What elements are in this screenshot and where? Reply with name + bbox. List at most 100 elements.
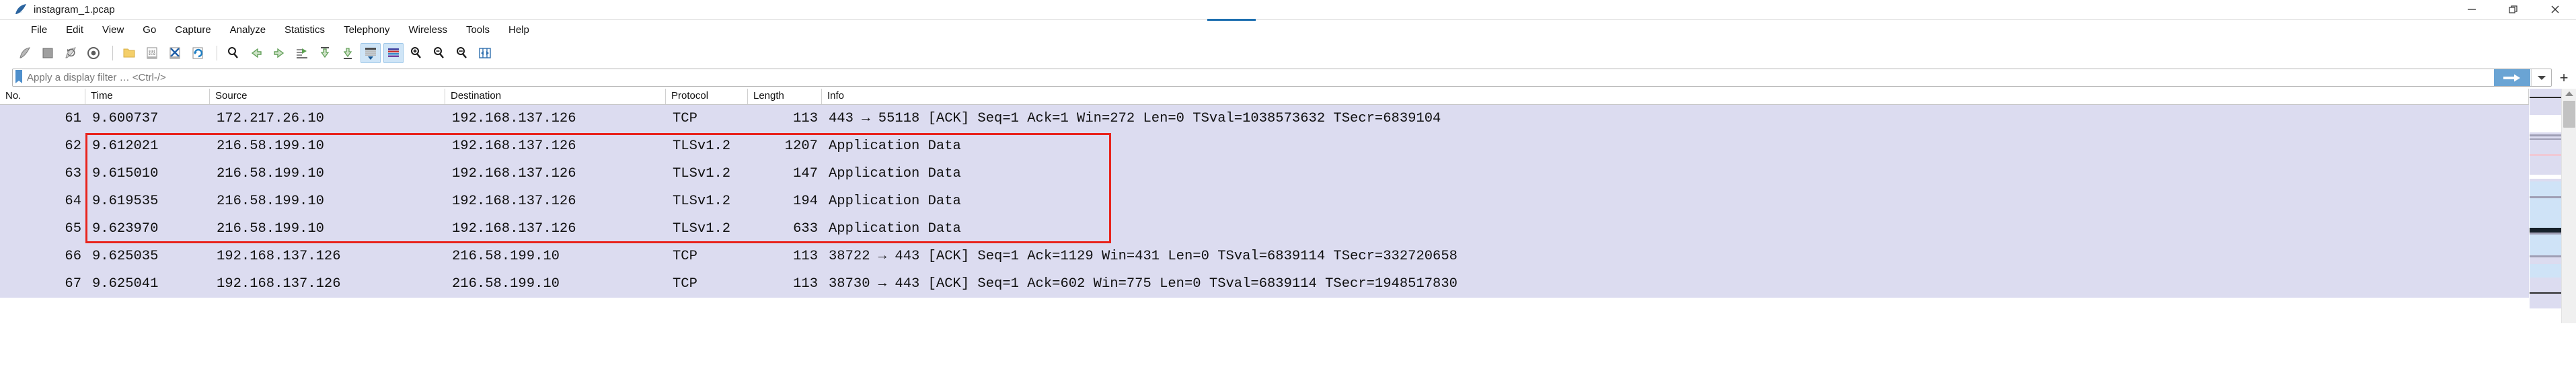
cell-destination: 192.168.137.126 — [452, 166, 576, 181]
start-capture-icon[interactable] — [15, 43, 35, 63]
zoom-out-icon[interactable] — [429, 43, 449, 63]
table-row[interactable]: 61 9.600737 172.217.26.10 192.168.137.12… — [0, 105, 2529, 132]
cell-protocol: TCP — [673, 276, 697, 292]
minimap-band — [2530, 181, 2562, 196]
close-file-icon[interactable] — [165, 43, 185, 63]
column-header-source[interactable]: Source — [210, 89, 445, 104]
table-row[interactable]: 62 9.612021 216.58.199.10 192.168.137.12… — [0, 132, 2529, 160]
packet-minimap — [2529, 89, 2562, 323]
search-input[interactable] — [27, 69, 2494, 86]
minimap-band — [2530, 264, 2562, 278]
go-first-packet-icon[interactable] — [315, 43, 335, 63]
menu-go[interactable]: Go — [143, 24, 157, 36]
cell-source: 192.168.137.126 — [217, 249, 341, 264]
scroll-up-arrow-icon[interactable] — [2565, 91, 2573, 96]
cell-time: 9.612021 — [92, 138, 159, 154]
minimap-band — [2530, 89, 2562, 97]
table-row[interactable]: 63 9.615010 216.58.199.10 192.168.137.12… — [0, 160, 2529, 187]
cell-no: 64 — [65, 194, 81, 209]
cell-source: 216.58.199.10 — [217, 166, 324, 181]
chevron-down-icon[interactable] — [2531, 69, 2551, 86]
save-file-icon[interactable]: 0101 0110 — [142, 43, 162, 63]
zoom-in-icon[interactable] — [406, 43, 426, 63]
menu-telephony[interactable]: Telephony — [344, 24, 390, 36]
menu-view[interactable]: View — [102, 24, 124, 36]
resize-columns-icon[interactable] — [475, 43, 495, 63]
minimap-band — [2530, 134, 2562, 136]
column-header-protocol[interactable]: Protocol — [666, 89, 748, 104]
menu-tools[interactable]: Tools — [465, 24, 490, 36]
cell-protocol: TCP — [673, 111, 697, 126]
menu-analyze[interactable]: Analyze — [229, 24, 266, 36]
menu-statistics[interactable]: Statistics — [285, 24, 326, 36]
table-row[interactable]: 65 9.623970 216.58.199.10 192.168.137.12… — [0, 215, 2529, 243]
cell-time: 9.619535 — [92, 194, 159, 209]
title-bar: instagram_1.pcap — [0, 0, 2576, 19]
apply-filter-arrow-icon[interactable] — [2494, 69, 2530, 86]
cell-time: 9.600737 — [92, 111, 159, 126]
menu-edit[interactable]: Edit — [66, 24, 84, 36]
cell-protocol: TLSv1.2 — [673, 166, 731, 181]
column-header-no[interactable]: No. — [0, 89, 85, 104]
add-filter-button[interactable]: + — [2559, 69, 2569, 86]
column-header-destination[interactable]: Destination — [445, 89, 666, 104]
cell-info: Application Data — [829, 166, 961, 181]
cell-time: 9.623970 — [92, 221, 159, 237]
cell-no: 67 — [65, 276, 81, 292]
cell-no: 65 — [65, 221, 81, 237]
cell-protocol: TLSv1.2 — [673, 221, 731, 237]
cell-time: 9.625035 — [92, 249, 159, 264]
auto-scroll-icon[interactable] — [361, 42, 381, 63]
close-icon[interactable] — [2534, 0, 2576, 19]
zoom-reset-icon[interactable] — [452, 43, 472, 63]
column-header-length[interactable]: Length — [748, 89, 822, 104]
cell-length: 194 — [793, 194, 818, 209]
packet-rows: 61 9.600737 172.217.26.10 192.168.137.12… — [0, 105, 2529, 298]
open-file-icon[interactable] — [119, 43, 139, 63]
title-underline — [0, 19, 2576, 21]
menu-capture[interactable]: Capture — [175, 24, 211, 36]
find-packet-icon[interactable] — [223, 43, 243, 63]
colorize-packets-icon[interactable] — [383, 42, 404, 63]
column-header-info[interactable]: Info — [822, 89, 2529, 104]
cell-length: 113 — [793, 276, 818, 292]
minimap-band — [2530, 175, 2562, 179]
table-row[interactable]: 64 9.619535 216.58.199.10 192.168.137.12… — [0, 187, 2529, 215]
window-title: instagram_1.pcap — [34, 3, 115, 15]
filter-input-container[interactable] — [12, 69, 2552, 87]
go-to-packet-icon[interactable] — [292, 43, 312, 63]
main-toolbar: 0101 0110 — [0, 39, 2576, 67]
table-row[interactable]: 67 9.625041 192.168.137.126 216.58.199.1… — [0, 270, 2529, 298]
cell-time: 9.615010 — [92, 166, 159, 181]
menu-wireless[interactable]: Wireless — [408, 24, 447, 36]
vertical-scrollbar[interactable] — [2561, 89, 2576, 323]
cell-destination: 216.58.199.10 — [452, 249, 560, 264]
restart-capture-icon[interactable] — [61, 43, 81, 63]
cell-no: 62 — [65, 138, 81, 154]
minimap-band — [2530, 140, 2562, 154]
capture-options-icon[interactable] — [83, 43, 104, 63]
go-forward-icon[interactable] — [269, 43, 289, 63]
minimap-band — [2530, 294, 2562, 308]
restore-icon[interactable] — [2493, 0, 2534, 19]
stop-capture-icon[interactable] — [38, 43, 58, 63]
menu-file[interactable]: File — [31, 24, 48, 36]
cell-no: 66 — [65, 249, 81, 264]
go-last-packet-icon[interactable] — [338, 43, 358, 63]
menu-help[interactable]: Help — [508, 24, 529, 36]
cell-info: 38722 → 443 [ACK] Seq=1 Ack=1129 Win=431… — [829, 249, 1457, 264]
wireshark-fin-icon — [13, 3, 31, 16]
column-header-time[interactable]: Time — [85, 89, 210, 104]
go-back-icon[interactable] — [246, 43, 266, 63]
table-row[interactable]: 66 9.625035 192.168.137.126 216.58.199.1… — [0, 243, 2529, 270]
minimap-band — [2530, 196, 2562, 198]
cell-destination: 192.168.137.126 — [452, 221, 576, 237]
minimap-band — [2530, 278, 2562, 292]
scrollbar-thumb[interactable] — [2563, 101, 2575, 128]
cell-length: 147 — [793, 166, 818, 181]
minimize-icon[interactable] — [2451, 0, 2493, 19]
reload-file-icon[interactable] — [188, 43, 208, 63]
filter-bookmark-icon[interactable] — [13, 69, 24, 86]
cell-destination: 216.58.199.10 — [452, 276, 560, 292]
cell-info: Application Data — [829, 221, 961, 237]
